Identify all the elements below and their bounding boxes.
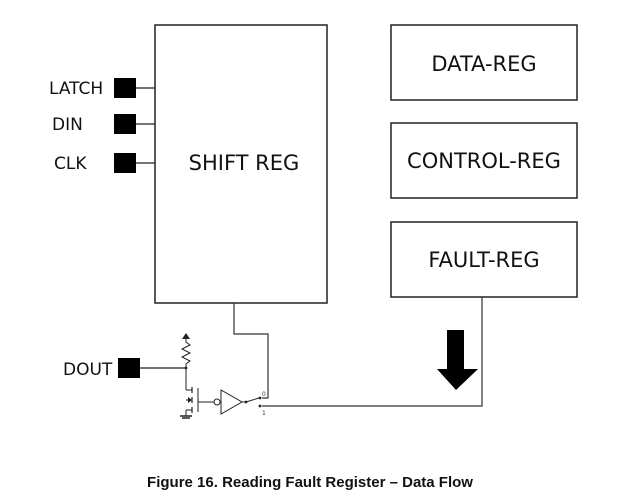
input-pin-latch: LATCH [49, 78, 155, 99]
input-pin-din: DIN [52, 114, 155, 135]
shift-reg-out-wire [233, 303, 269, 399]
shift-register-block [154, 24, 328, 304]
transistor-icon [185, 368, 199, 416]
input-pin-clk: CLK [54, 153, 155, 174]
clk-label: CLK [54, 154, 87, 174]
din-label: DIN [52, 115, 83, 135]
mux-input1-label: 1 [262, 410, 266, 417]
control-register-block: CONTROL-REG [390, 122, 578, 199]
mux-switch: 0 1 [244, 391, 266, 417]
output-pin-dout: DOUT [63, 358, 186, 380]
dout-label: DOUT [63, 360, 113, 380]
ground-icon [180, 415, 192, 419]
fault-reg-wire [262, 297, 483, 407]
data-register-block: DATA-REG [390, 24, 578, 101]
figure-caption: Figure 16. Reading Fault Register – Data… [147, 474, 473, 491]
resistor-icon [180, 333, 192, 370]
down-arrow-icon [437, 330, 478, 390]
mux-input0-label: 0 [262, 391, 266, 398]
shift-register-label: SHIFT REG [189, 151, 300, 175]
control-register-label: CONTROL-REG [407, 149, 561, 173]
data-register-label: DATA-REG [431, 52, 536, 76]
inverter-icon [198, 389, 246, 415]
latch-label: LATCH [49, 79, 103, 99]
fault-register-label: FAULT-REG [428, 248, 539, 272]
fault-register-block: FAULT-REG [390, 221, 578, 298]
